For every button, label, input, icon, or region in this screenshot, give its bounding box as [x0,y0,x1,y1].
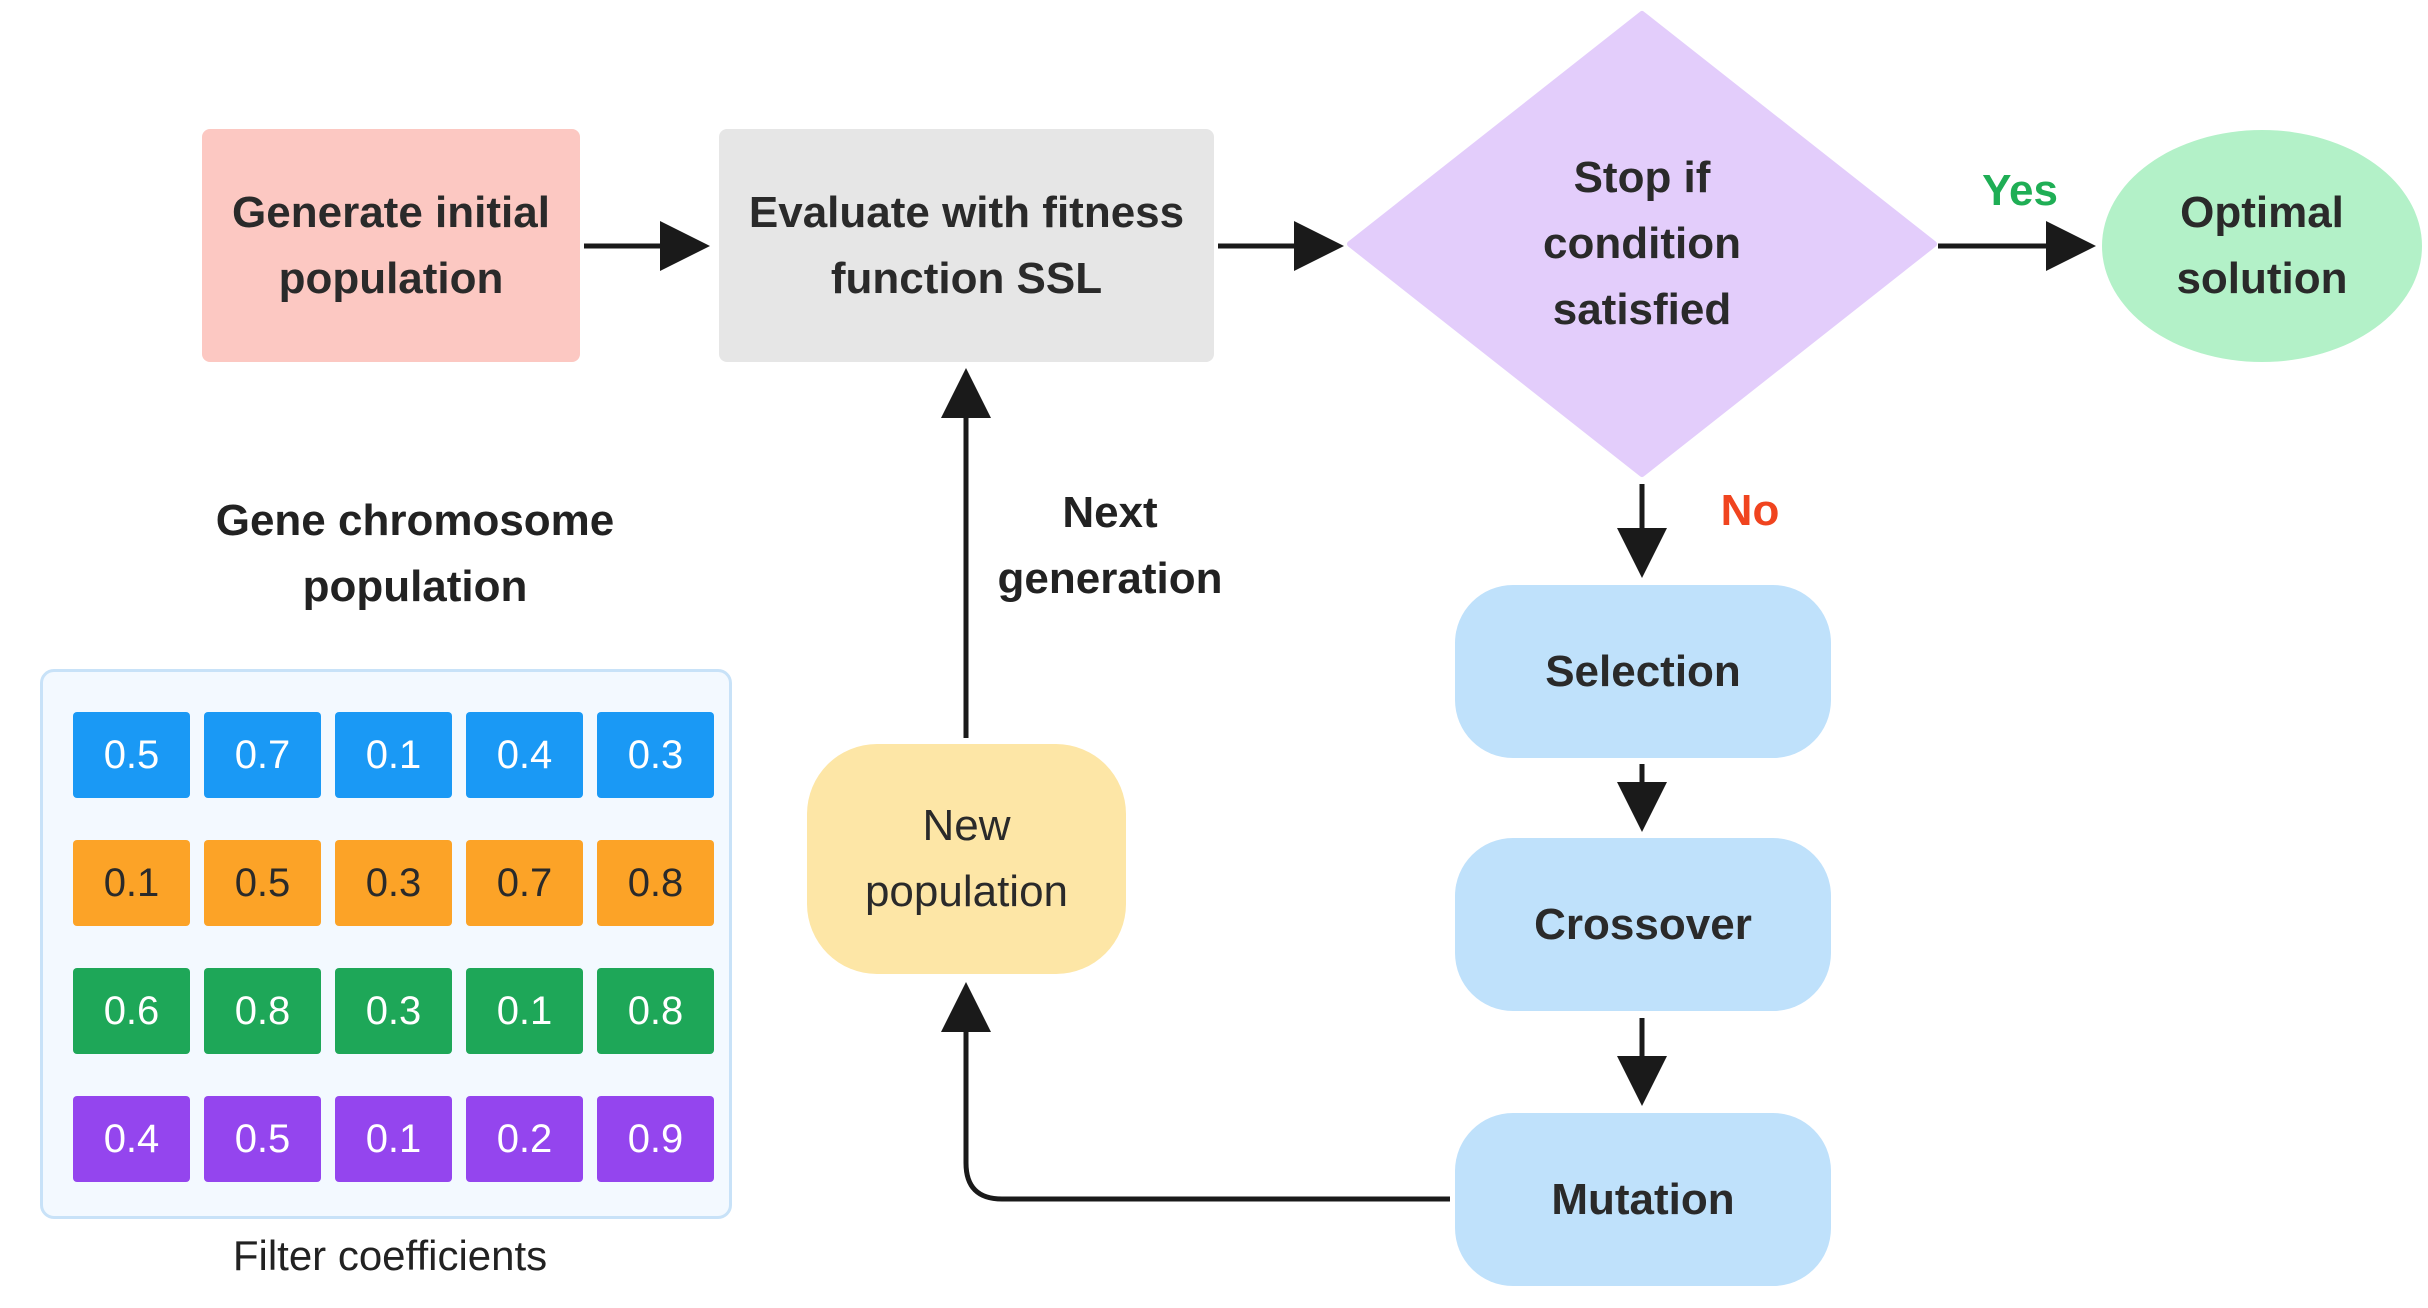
gene-chromosome-line-2: population [302,562,528,611]
evaluate-label-line-1: Evaluate with fitness [748,187,1185,237]
next-generation-line-1: Next [1062,488,1158,537]
matrix-cell: 0.8 [204,968,321,1054]
generate-label-line-2: population [278,253,504,303]
matrix-row-1: 0.5 0.7 0.1 0.4 0.3 [73,712,714,798]
optimal-label-line-1: Optimal [2180,188,2344,237]
arrow-mutation-to-new-population [941,982,1450,1202]
matrix-cell: 0.7 [466,840,583,926]
matrix-cell: 0.2 [466,1096,583,1182]
optimal-label-line-2: solution [2176,254,2348,303]
new-population-line-1: New [922,801,1011,850]
matrix-cell: 0.1 [335,712,452,798]
crossover-label: Crossover [1534,899,1752,949]
matrix-cell: 0.3 [597,712,714,798]
matrix-cell: 0.9 [597,1096,714,1182]
gene-chromosome-title: Gene chromosome population [170,488,660,620]
stop-label-line-1: Stop if [1573,153,1711,202]
selection-label: Selection [1545,646,1741,696]
filter-coefficients-label: Filter coefficients [232,1232,548,1279]
matrix-row-2: 0.1 0.5 0.3 0.7 0.8 [73,840,714,926]
stop-condition-label: Stop if condition satisfied [1350,14,1934,474]
matrix-cell: 0.3 [335,840,452,926]
next-generation-line-2: generation [997,554,1223,603]
matrix-cell: 0.6 [73,968,190,1054]
matrix-cell: 0.8 [597,840,714,926]
decision-diamond[interactable] [1347,11,1937,477]
mutation-label: Mutation [1551,1174,1735,1224]
no-label: No [1720,486,1780,535]
stop-label-line-2: condition [1543,219,1741,268]
matrix-cell: 0.5 [73,712,190,798]
optimal-solution-ellipse[interactable]: Optimal solution [2102,130,2422,362]
stop-label-line-3: satisfied [1552,285,1732,334]
matrix-cell: 0.3 [335,968,452,1054]
matrix-row-3: 0.6 0.8 0.3 0.1 0.8 [73,968,714,1054]
matrix-cell: 0.1 [466,968,583,1054]
new-population-line-2: population [864,867,1069,916]
matrix-cell: 0.1 [73,840,190,926]
selection-box[interactable]: Selection [1455,585,1831,758]
new-population-box[interactable]: New population [807,744,1126,974]
matrix-cell: 0.5 [204,840,321,926]
matrix-cell: 0.5 [204,1096,321,1182]
matrix-cell: 0.7 [204,712,321,798]
chromosome-matrix: 0.5 0.7 0.1 0.4 0.3 0.1 0.5 0.3 0.7 0.8 … [40,669,732,1219]
evaluate-label-line-2: function SSL [830,253,1103,303]
matrix-cell: 0.4 [73,1096,190,1182]
next-generation-label: Next generation [960,480,1260,612]
matrix-cell: 0.1 [335,1096,452,1182]
matrix-row-4: 0.4 0.5 0.1 0.2 0.9 [73,1096,714,1182]
generate-initial-population-box[interactable]: Generate initial population [202,129,580,362]
yes-label: Yes [1982,166,2058,215]
crossover-box[interactable]: Crossover [1455,838,1831,1011]
matrix-cell: 0.8 [597,968,714,1054]
gene-chromosome-line-1: Gene chromosome [215,496,615,545]
generate-label-line-1: Generate initial [232,187,550,237]
evaluate-fitness-box[interactable]: Evaluate with fitness function SSL [719,129,1214,362]
matrix-cell: 0.4 [466,712,583,798]
mutation-box[interactable]: Mutation [1455,1113,1831,1286]
